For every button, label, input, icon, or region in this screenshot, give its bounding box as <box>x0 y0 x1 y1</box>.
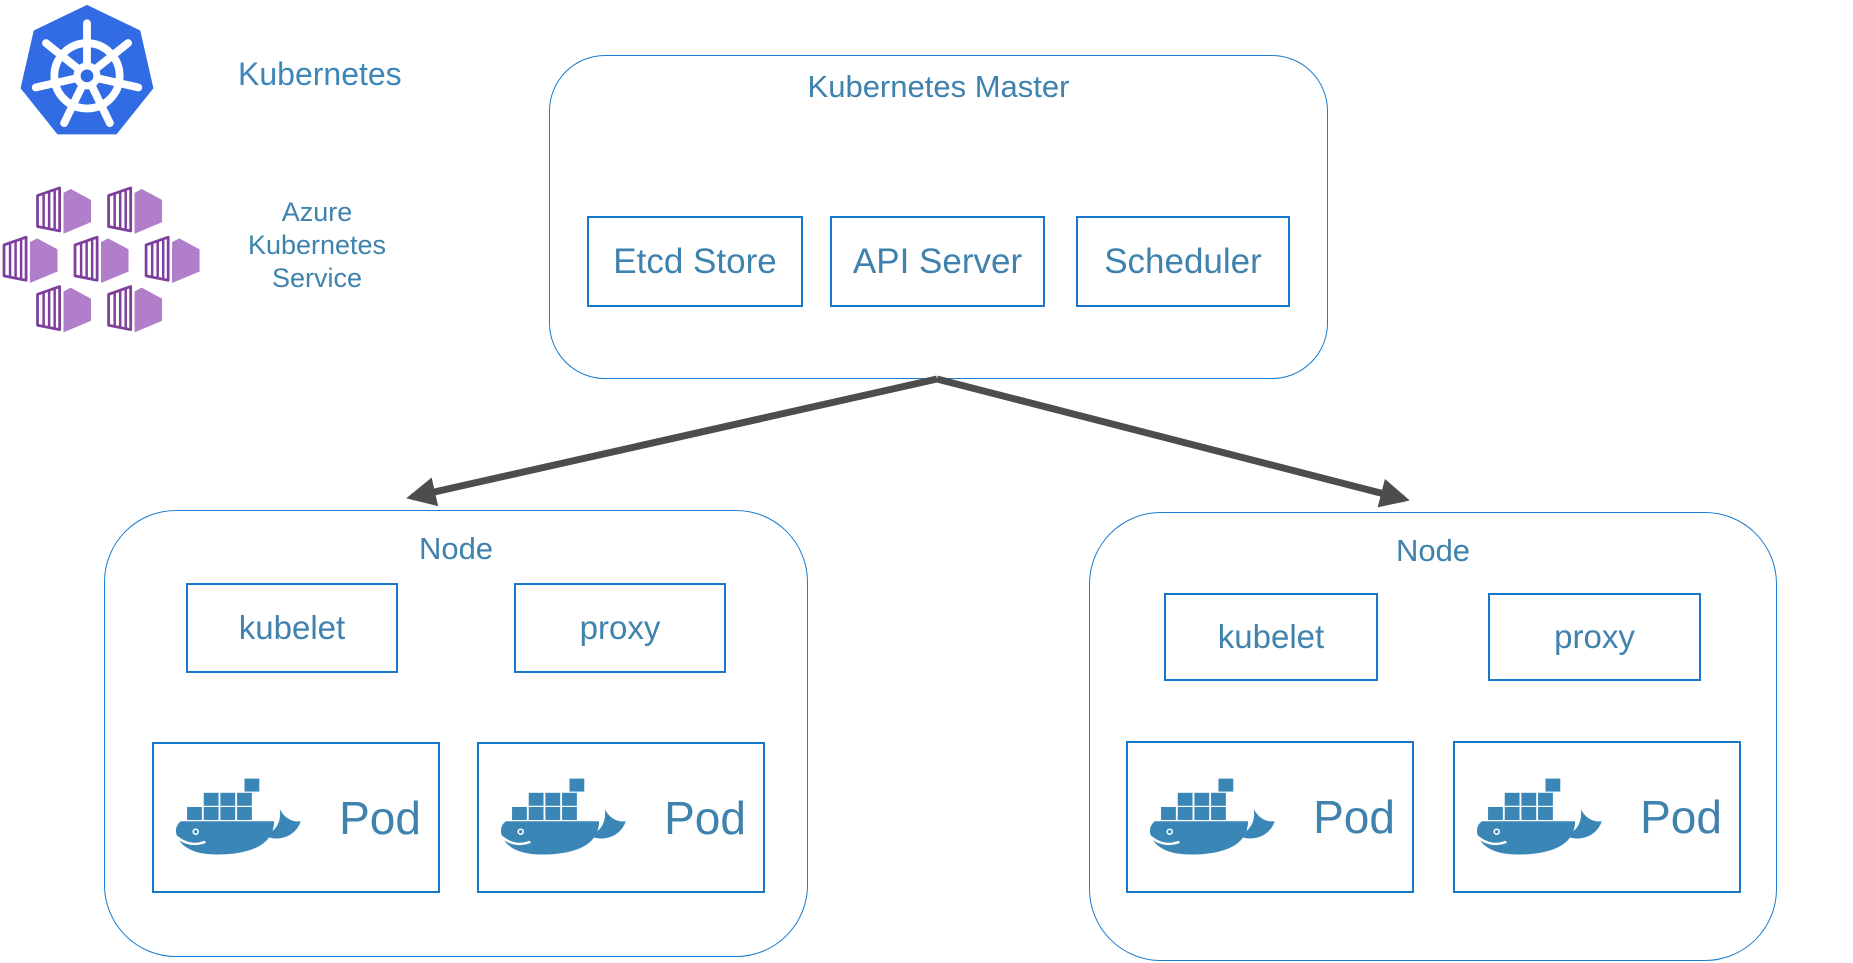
proxy-box: proxy <box>514 583 726 673</box>
node-box-right: Node kubelet proxy Pod Pod <box>1089 512 1777 961</box>
kubelet-box: kubelet <box>186 583 398 673</box>
docker-whale-icon <box>496 768 638 867</box>
pod-box: Pod <box>1453 741 1741 893</box>
kubernetes-master-box: Kubernetes Master Etcd Store API Server … <box>549 55 1328 379</box>
master-title: Kubernetes Master <box>807 69 1070 104</box>
pod-label: Pod <box>339 791 421 844</box>
kubelet-label: kubelet <box>1217 618 1325 655</box>
api-server-box: API Server <box>830 216 1045 307</box>
kubelet-box: kubelet <box>1164 593 1378 681</box>
node-title: Node <box>418 531 494 566</box>
docker-whale-icon <box>171 768 313 867</box>
arrow-to-left-node-icon <box>406 375 938 507</box>
scheduler-label: Scheduler <box>1104 241 1262 281</box>
pod-box: Pod <box>152 742 440 893</box>
pod-box: Pod <box>1126 741 1414 893</box>
aks-logo-icon <box>2 186 200 334</box>
node-box-left: Node kubelet proxy Pod Pod <box>104 510 808 957</box>
pod-label: Pod <box>664 791 746 844</box>
pod-box: Pod <box>477 742 765 893</box>
kubelet-label: kubelet <box>238 609 346 646</box>
docker-whale-icon <box>1472 768 1614 867</box>
aks-label-line3: Service <box>271 263 363 293</box>
proxy-label: proxy <box>579 609 661 646</box>
aks-label: Azure Kubernetes Service <box>212 196 422 295</box>
node-title: Node <box>1395 533 1471 568</box>
pod-label: Pod <box>1313 791 1395 843</box>
etcd-store-box: Etcd Store <box>587 216 803 307</box>
etcd-store-label: Etcd Store <box>613 241 777 281</box>
arrow-to-right-node-icon <box>936 375 1410 508</box>
docker-whale-icon <box>1145 768 1287 867</box>
kubernetes-label: Kubernetes <box>238 56 402 92</box>
pod-label: Pod <box>1640 791 1722 843</box>
aks-label-line2: Kubernetes <box>247 230 387 260</box>
proxy-label: proxy <box>1554 618 1635 655</box>
aks-label-line1: Azure <box>281 197 353 227</box>
api-server-label: API Server <box>852 241 1023 281</box>
proxy-box: proxy <box>1488 593 1701 681</box>
scheduler-box: Scheduler <box>1076 216 1290 307</box>
kubernetes-logo-icon <box>16 2 158 144</box>
